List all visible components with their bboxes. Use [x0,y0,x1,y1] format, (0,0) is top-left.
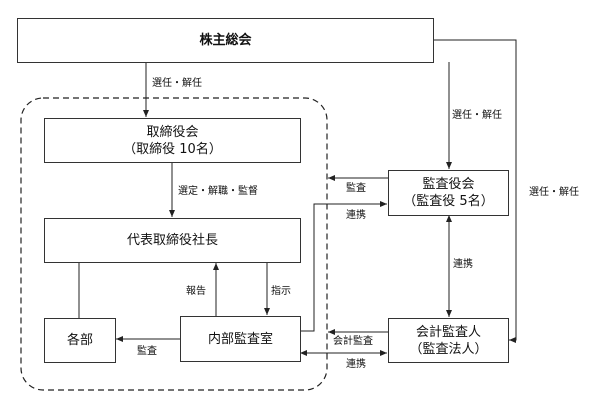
node-president: 代表取締役社長 [44,218,301,263]
label-report: 報告 [186,286,206,297]
node-accounting-auditor: 会計監査人 （監査法人） [388,318,509,363]
label-auditors-audit: 監査 [346,183,366,194]
label-auditors-coop: 連携 [346,210,366,221]
node-auditors-board-title: 監査役会 [422,177,475,192]
edge-auditors-coop [300,201,387,332]
label-sh-accounting: 選任・解任 [529,187,579,198]
company-boundary [20,97,328,391]
node-shareholders-label: 株主総会 [199,33,252,48]
node-internal-audit: 内部監査室 [180,316,301,362]
node-auditors-board: 監査役会 （監査役 5名） [388,170,509,216]
node-accounting-auditor-title: 会計監査人 [415,324,481,340]
label-instruct: 指示 [271,286,291,297]
label-sh-board: 選任・解任 [152,78,202,89]
node-board-title: 取締役会 [146,124,199,140]
label-accounting-coop: 連携 [346,359,366,370]
node-board-count: （取締役 10名） [123,141,222,157]
node-departments: 各部 [44,318,116,363]
node-internal-audit-label: 内部監査室 [207,331,273,347]
label-sh-auditors: 選任・解任 [452,110,502,121]
node-shareholders: 株主総会 [17,18,434,63]
node-accounting-auditor-sub: （監査法人） [409,341,488,357]
label-audit-departments: 監査 [137,346,157,357]
edge-sh-accounting [433,39,517,343]
label-board-president: 選定・解職・監督 [178,186,258,197]
node-board: 取締役会 （取締役 10名） [44,118,301,163]
node-departments-label: 各部 [66,333,93,348]
label-accounting-audit: 会計監査 [333,336,373,347]
label-auditors-accounting-coop: 連携 [453,259,473,270]
node-president-label: 代表取締役社長 [126,233,218,248]
node-auditors-board-count: （監査役 5名） [403,194,494,209]
